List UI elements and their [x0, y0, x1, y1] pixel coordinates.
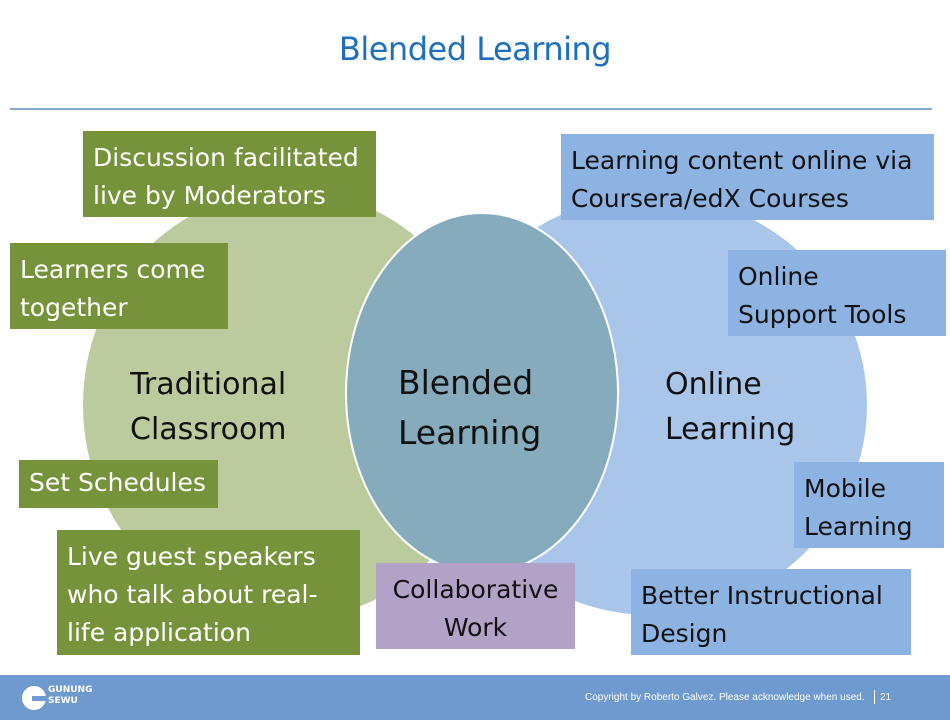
title-divider	[10, 108, 932, 110]
slide-title: Blended Learning	[338, 30, 612, 68]
feature-mobile-learning: Mobile Learning	[794, 462, 944, 548]
page-number-divider	[874, 690, 875, 704]
feature-support-tools: Online Support Tools	[728, 250, 946, 336]
feature-collaborative-work: Collaborative Work	[376, 563, 575, 649]
copyright-notice: Copyright by Roberto Galvez. Please ackn…	[585, 692, 865, 703]
traditional-classroom-label: Traditional Classroom	[130, 367, 287, 447]
blended-learning-label: Blended Learning	[398, 363, 542, 452]
feature-discussion-moderators: Discussion facilitated live by Moderator…	[83, 131, 376, 217]
footer-bar: GUNUNG SEWU Copyright by Roberto Galvez.…	[0, 675, 950, 720]
online-learning-label: Online Learning	[665, 367, 796, 447]
feature-instructional-design: Better Instructional Design	[631, 569, 911, 655]
feature-guest-speakers: Live guest speakers who talk about real-…	[57, 530, 360, 655]
feature-set-schedules: Set Schedules	[19, 460, 218, 508]
feature-learners-together: Learners come together	[10, 243, 228, 329]
gunung-sewu-logo-icon	[22, 686, 46, 710]
page-number: 21	[880, 692, 892, 703]
footer-logo-text: GUNUNG SEWU	[48, 685, 93, 706]
feature-online-content: Learning content online via Coursera/edX…	[561, 134, 934, 220]
